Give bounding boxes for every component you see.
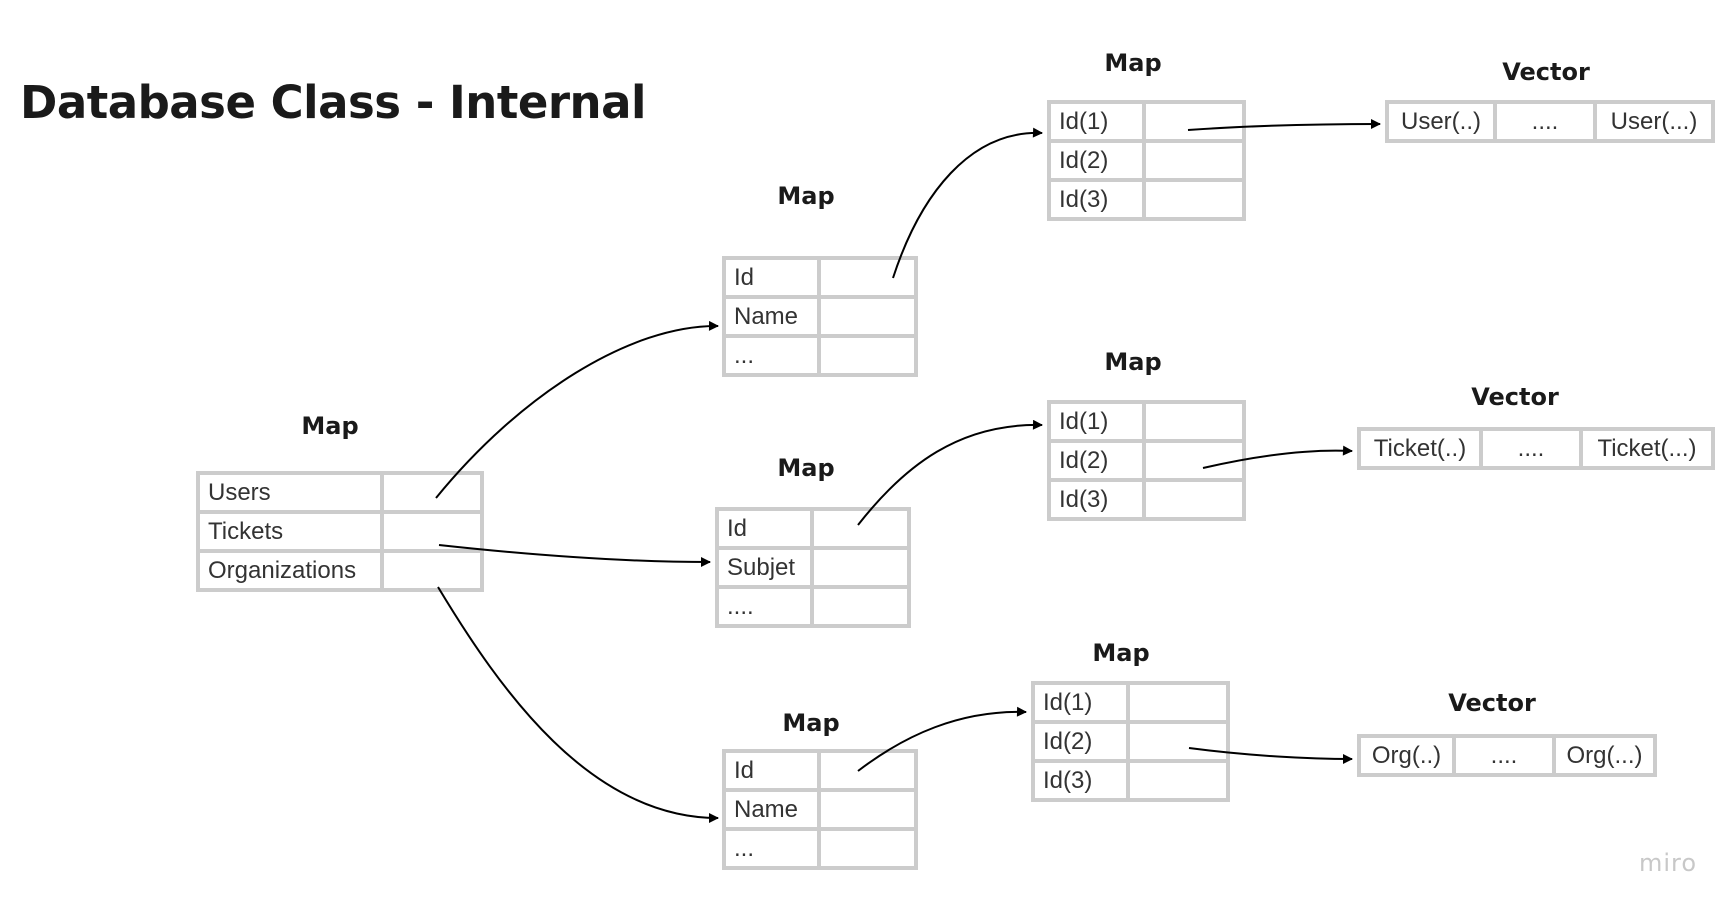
tickets-map-key: Subjet bbox=[715, 546, 814, 589]
table-row: Id bbox=[722, 749, 918, 792]
org-id-map-value-cell bbox=[1126, 681, 1230, 724]
orgs-map-value-cell bbox=[817, 788, 918, 831]
ticket-id-map-label: Map bbox=[1104, 348, 1162, 376]
table-row: Users bbox=[196, 471, 484, 514]
org-id-map-value-cell bbox=[1126, 759, 1230, 802]
ticket-vector-table: Ticket(..) .... Ticket(...) bbox=[1357, 427, 1715, 470]
table-row: Id bbox=[715, 507, 911, 550]
users-map-value-cell bbox=[817, 256, 918, 299]
ticket-id-map-key: Id(2) bbox=[1047, 439, 1146, 482]
user-id-map-value-cell bbox=[1142, 178, 1246, 221]
users-map-key: Name bbox=[722, 295, 821, 338]
table-row: Id(3) bbox=[1031, 759, 1230, 802]
miro-watermark: miro bbox=[1639, 849, 1698, 877]
root-map-key-organizations: Organizations bbox=[196, 549, 384, 592]
orgs-map-value-cell bbox=[817, 827, 918, 870]
root-map-table: Users Tickets Organizations bbox=[196, 471, 484, 592]
org-id-map-table: Id(1) Id(2) Id(3) bbox=[1031, 681, 1230, 802]
org-vector-cell: Org(...) bbox=[1552, 734, 1657, 777]
tickets-map-value-cell bbox=[810, 546, 911, 589]
root-map-key-users: Users bbox=[196, 471, 384, 514]
table-row: ... bbox=[722, 827, 918, 870]
table-row: .... bbox=[715, 585, 911, 628]
tickets-map-value-cell bbox=[810, 585, 911, 628]
users-map-key: Id bbox=[722, 256, 821, 299]
ticket-vector-cell: Ticket(...) bbox=[1579, 427, 1715, 470]
ticket-vector-label: Vector bbox=[1471, 383, 1559, 411]
org-vector-label: Vector bbox=[1448, 689, 1536, 717]
org-id-map-key: Id(1) bbox=[1031, 681, 1130, 724]
root-map-key-tickets: Tickets bbox=[196, 510, 384, 553]
orgs-map-key: Name bbox=[722, 788, 821, 831]
users-map-value-cell bbox=[817, 334, 918, 377]
ticket-id-map-value-cell bbox=[1142, 478, 1246, 521]
org-id-map-key: Id(2) bbox=[1031, 720, 1130, 763]
org-vector-table: Org(..) .... Org(...) bbox=[1357, 734, 1657, 777]
arrow-orgs-to-orgs-map bbox=[437, 586, 719, 823]
table-row: Id(1) bbox=[1047, 100, 1246, 143]
user-vector-cell: User(...) bbox=[1593, 100, 1715, 143]
org-id-map-value-cell bbox=[1126, 720, 1230, 763]
table-row: User(..) .... User(...) bbox=[1385, 100, 1715, 143]
orgs-map-table: Id Name ... bbox=[722, 749, 918, 870]
user-id-map-value-cell bbox=[1142, 100, 1246, 143]
user-vector-table: User(..) .... User(...) bbox=[1385, 100, 1715, 143]
table-row: ... bbox=[722, 334, 918, 377]
table-row: Ticket(..) .... Ticket(...) bbox=[1357, 427, 1715, 470]
org-vector-cell: Org(..) bbox=[1357, 734, 1456, 777]
user-id-map-key: Id(2) bbox=[1047, 139, 1146, 182]
users-map-table: Id Name ... bbox=[722, 256, 918, 377]
orgs-map-value-cell bbox=[817, 749, 918, 792]
orgs-map-label: Map bbox=[782, 709, 840, 737]
tickets-map-label: Map bbox=[777, 454, 835, 482]
users-map-value-cell bbox=[817, 295, 918, 338]
table-row: Id(2) bbox=[1047, 439, 1246, 482]
table-row: Tickets bbox=[196, 510, 484, 553]
table-row: Name bbox=[722, 295, 918, 338]
root-map-label: Map bbox=[301, 412, 359, 440]
table-row: Organizations bbox=[196, 549, 484, 592]
orgs-map-key: ... bbox=[722, 827, 821, 870]
tickets-map-key: Id bbox=[715, 507, 814, 550]
table-row: Id(2) bbox=[1047, 139, 1246, 182]
table-row: Id(3) bbox=[1047, 178, 1246, 221]
users-map-label: Map bbox=[777, 182, 835, 210]
org-id-map-label: Map bbox=[1092, 639, 1150, 667]
org-vector-cell: .... bbox=[1452, 734, 1556, 777]
table-row: Id bbox=[722, 256, 918, 299]
root-map-value-cell bbox=[380, 471, 484, 514]
ticket-id-map-table: Id(1) Id(2) Id(3) bbox=[1047, 400, 1246, 521]
tickets-map-table: Id Subjet .... bbox=[715, 507, 911, 628]
ticket-vector-cell: Ticket(..) bbox=[1357, 427, 1483, 470]
ticket-id-map-key: Id(3) bbox=[1047, 478, 1146, 521]
orgs-map-key: Id bbox=[722, 749, 821, 792]
ticket-id-map-key: Id(1) bbox=[1047, 400, 1146, 443]
user-id-map-key: Id(1) bbox=[1047, 100, 1146, 143]
root-map-value-cell bbox=[380, 549, 484, 592]
tickets-map-key: .... bbox=[715, 585, 814, 628]
tickets-map-value-cell bbox=[810, 507, 911, 550]
table-row: Subjet bbox=[715, 546, 911, 589]
table-row: Name bbox=[722, 788, 918, 831]
user-id-map-label: Map bbox=[1104, 49, 1162, 77]
user-id-map-table: Id(1) Id(2) Id(3) bbox=[1047, 100, 1246, 221]
user-vector-label: Vector bbox=[1502, 58, 1590, 86]
table-row: Id(2) bbox=[1031, 720, 1230, 763]
table-row: Id(1) bbox=[1047, 400, 1246, 443]
root-map-value-cell bbox=[380, 510, 484, 553]
table-row: Org(..) .... Org(...) bbox=[1357, 734, 1657, 777]
diagram-title: Database Class - Internal bbox=[20, 76, 646, 129]
user-vector-cell: User(..) bbox=[1385, 100, 1497, 143]
user-id-map-value-cell bbox=[1142, 139, 1246, 182]
users-map-key: ... bbox=[722, 334, 821, 377]
table-row: Id(3) bbox=[1047, 478, 1246, 521]
ticket-id-map-value-cell bbox=[1142, 439, 1246, 482]
ticket-vector-cell: .... bbox=[1479, 427, 1583, 470]
user-id-map-key: Id(3) bbox=[1047, 178, 1146, 221]
ticket-id-map-value-cell bbox=[1142, 400, 1246, 443]
org-id-map-key: Id(3) bbox=[1031, 759, 1130, 802]
user-vector-cell: .... bbox=[1493, 100, 1597, 143]
table-row: Id(1) bbox=[1031, 681, 1230, 724]
